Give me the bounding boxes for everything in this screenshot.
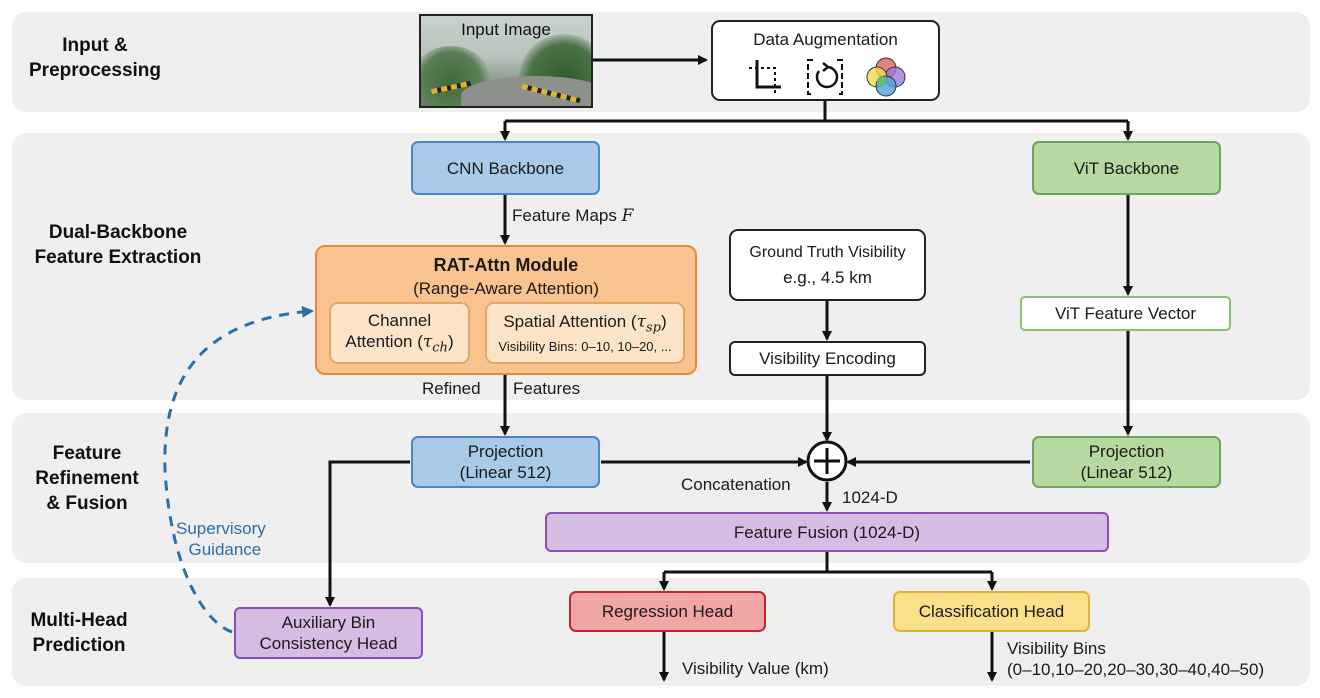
refined-label: Refined — [422, 379, 481, 398]
classification-head-label: Classification Head — [918, 602, 1065, 621]
classification-output-label: Visibility Bins (0–10,10–20,20–30,30–40,… — [1007, 638, 1264, 680]
vit-feature-vector-box: ViT Feature Vector — [1020, 296, 1231, 331]
crop-icon — [748, 60, 781, 94]
cnn-backbone-box: CNN Backbone — [411, 141, 600, 195]
channel-attention-line2: Attention (τch) — [345, 331, 453, 356]
stage-label-line: & Fusion — [46, 493, 128, 514]
ground-truth-line1: Ground Truth Visibility — [749, 244, 906, 261]
projection-vit-line1: Projection — [1088, 442, 1165, 461]
close-paren: ) — [447, 331, 454, 351]
stage-label-line: Refinement — [35, 468, 139, 489]
auxiliary-head-line2: Consistency Head — [259, 634, 398, 653]
classification-output-line2: (0–10,10–20,20–30,30–40,40–50) — [1007, 660, 1265, 679]
rotate-icon — [806, 59, 843, 95]
supervisory-guidance-arrow — [163, 305, 314, 634]
vit-backbone-label: ViT Backbone — [1073, 158, 1180, 178]
stage-label-line: Feature — [52, 443, 122, 464]
vit-feature-vector-label: ViT Feature Vector — [1054, 304, 1197, 323]
tau-subscript: sp — [646, 320, 661, 336]
concatenation-plus-icon — [806, 440, 848, 482]
feature-fusion-box: Feature Fusion (1024-D) — [545, 512, 1109, 552]
stage-label-input: Input & Preprocessing — [20, 33, 170, 83]
concatenation-label: Concatenation — [681, 475, 791, 494]
stage-label-fusion: Feature Refinement & Fusion — [22, 441, 152, 516]
spatial-attention-box: Spatial Attention (τsp) Visibility Bins:… — [485, 302, 685, 364]
visibility-encoding-label: Visibility Encoding — [759, 349, 896, 368]
cnn-backbone-label: CNN Backbone — [446, 158, 565, 178]
projection-vit-line2: (Linear 512) — [1080, 463, 1173, 482]
data-augmentation-label: Data Augmentation — [753, 30, 898, 49]
color-jitter-icon — [866, 57, 905, 97]
auxiliary-head-box: Auxiliary Bin Consistency Head — [234, 607, 423, 659]
channel-attention-text: Attention ( — [345, 331, 423, 351]
feature-maps-label: Feature Maps F — [512, 205, 633, 227]
features-label: Features — [513, 379, 581, 398]
stage-label-extraction: Dual-Backbone Feature Extraction — [18, 220, 218, 270]
data-augmentation-box: Data Augmentation — [711, 20, 940, 101]
vit-backbone-box: ViT Backbone — [1032, 141, 1221, 195]
stage-band-input — [12, 12, 1310, 112]
regression-output-label: Visibility Value (km) — [682, 659, 829, 678]
feature-maps-text: Feature Maps — [512, 206, 617, 225]
supervisory-line2: Guidance — [188, 540, 262, 559]
projection-cnn-line1: Projection — [467, 442, 544, 461]
spatial-attention-line1: Spatial Attention (τsp) — [503, 311, 666, 336]
stage-label-line: Dual-Backbone — [48, 222, 188, 243]
stage-label-line: Preprocessing — [29, 60, 161, 81]
augmentation-icons — [745, 56, 907, 98]
classification-head-box: Classification Head — [893, 591, 1090, 632]
dimension-label: 1024-D — [842, 488, 898, 507]
stage-label-line: Prediction — [32, 635, 126, 656]
tau-symbol: τ — [636, 312, 646, 333]
input-image-label: Input Image — [461, 20, 551, 39]
spatial-attention-text: Spatial Attention ( — [503, 312, 637, 332]
ground-truth-line2: e.g., 4.5 km — [783, 268, 872, 287]
rat-attn-title: RAT-Attn Module — [433, 255, 579, 275]
regression-head-box: Regression Head — [569, 591, 766, 632]
visibility-encoding-box: Visibility Encoding — [729, 341, 926, 376]
channel-attention-box: Channel Attention (τch) — [329, 302, 470, 364]
regression-head-label: Regression Head — [601, 602, 734, 621]
auxiliary-head-line1: Auxiliary Bin — [281, 613, 376, 632]
close-paren: ) — [661, 312, 667, 332]
channel-attention-line1: Channel — [367, 310, 432, 330]
stage-label-line: Feature Extraction — [34, 247, 202, 268]
projection-cnn-box: Projection (Linear 512) — [411, 436, 600, 488]
tau-subscript: ch — [432, 340, 448, 356]
projection-vit-box: Projection (Linear 512) — [1032, 436, 1221, 488]
stage-label-line: Multi-Head — [30, 610, 128, 631]
spatial-attention-bins-note: Visibility Bins: 0–10, 10–20, ... — [498, 338, 672, 354]
arrow-projcnn-to-aux — [325, 460, 410, 607]
input-image: Input Image — [419, 14, 593, 108]
projection-cnn-line2: (Linear 512) — [459, 463, 552, 482]
supervisory-guidance-label: Supervisory Guidance — [176, 518, 266, 560]
stage-label-prediction: Multi-Head Prediction — [14, 608, 144, 658]
tau-symbol: τ — [422, 331, 433, 352]
classification-output-line1: Visibility Bins — [1007, 639, 1106, 658]
rat-attn-subtitle: (Range-Aware Attention) — [413, 279, 599, 298]
feature-fusion-label: Feature Fusion (1024-D) — [733, 522, 921, 542]
feature-maps-symbol: F — [621, 206, 634, 226]
ground-truth-box: Ground Truth Visibility e.g., 4.5 km — [729, 229, 926, 301]
supervisory-line1: Supervisory — [176, 519, 266, 538]
image-road — [461, 76, 591, 106]
stage-label-line: Input & — [62, 35, 128, 56]
